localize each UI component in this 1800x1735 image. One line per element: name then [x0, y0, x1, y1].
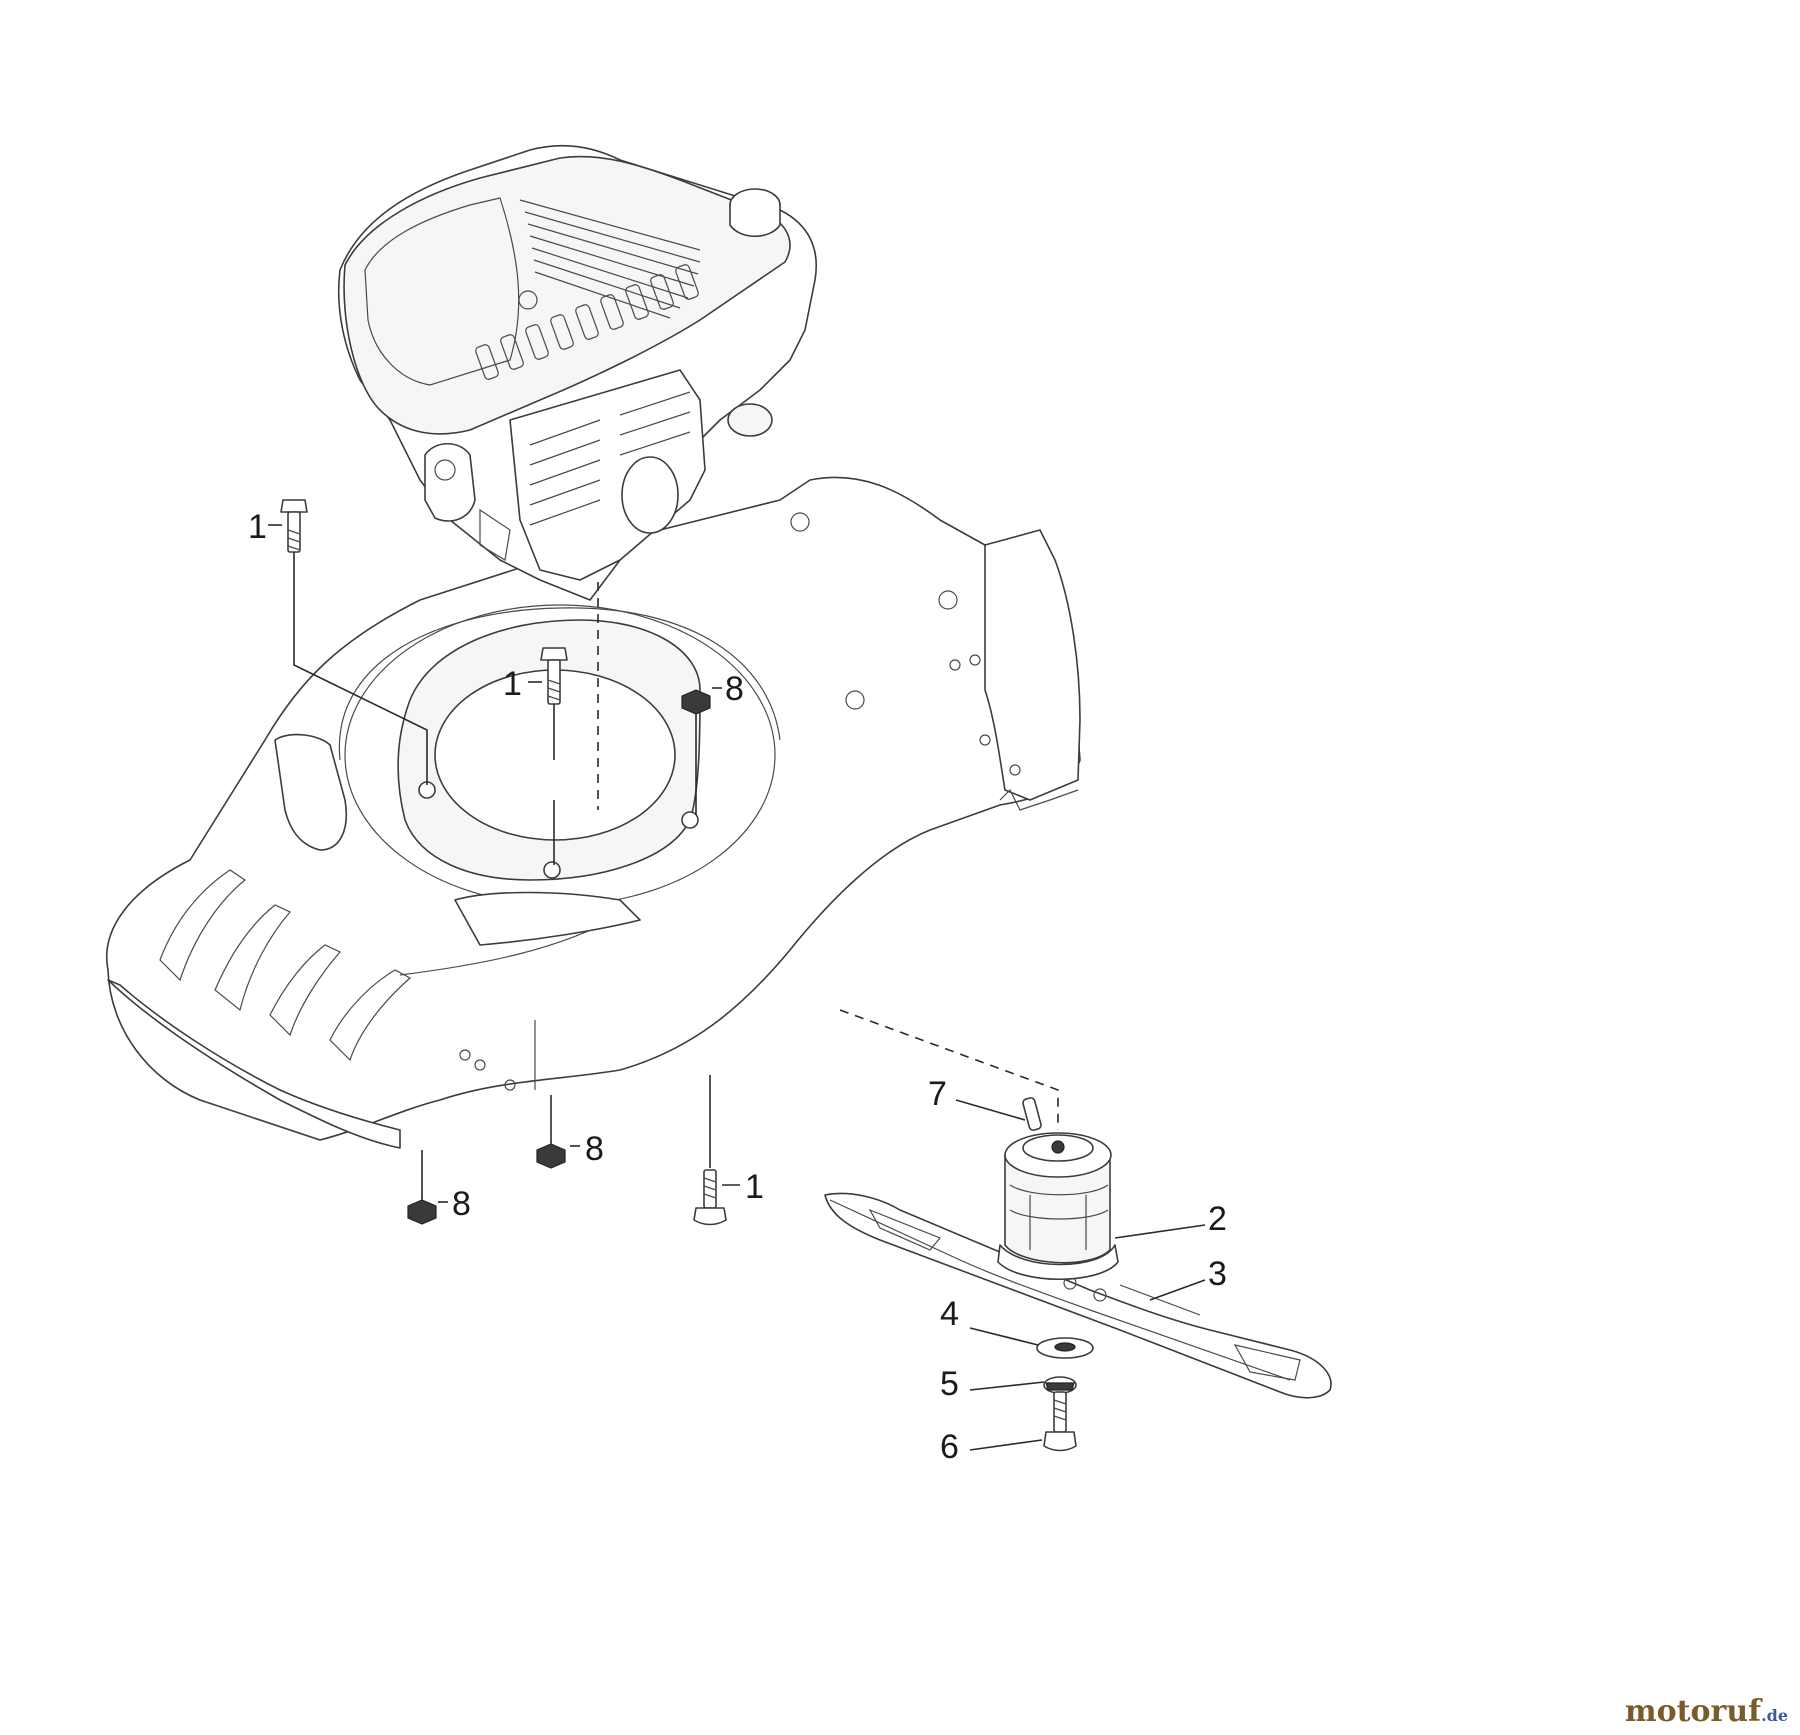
- engine: [337, 144, 817, 601]
- callout-6-blade-bolt: 6: [940, 1428, 959, 1466]
- blade-bolt: [1043, 1391, 1077, 1452]
- nut-top: [681, 689, 711, 715]
- callout-7-key-pin: 7: [928, 1075, 947, 1113]
- watermark-main: motoruf: [1624, 1694, 1762, 1729]
- mower-deck: [106, 476, 1081, 1149]
- callout-8-nut-top: 8: [725, 670, 744, 708]
- key-pin: [1022, 1097, 1042, 1131]
- motoruf-watermark: motoruf.de: [1625, 1694, 1788, 1729]
- callout-5-lock-washer: 5: [940, 1365, 959, 1403]
- callout-2-blade-hub: 2: [1208, 1200, 1227, 1238]
- callout-3-blade: 3: [1208, 1255, 1227, 1293]
- callout-1-engine-bolt-left: 1: [248, 508, 267, 546]
- nut-left: [407, 1199, 437, 1225]
- nut-middle: [536, 1143, 566, 1169]
- callout-1-engine-bolt-center: 1: [503, 665, 522, 703]
- callout-4-washer: 4: [940, 1295, 959, 1333]
- blade: [824, 1192, 1332, 1399]
- engine-bolt-left: [280, 499, 308, 553]
- leader-lines: [268, 524, 1206, 1451]
- watermark-domain: .de: [1761, 1706, 1788, 1725]
- engine-bolt-center: [540, 647, 568, 705]
- callout-labels: 1 1 8 7 8 1 2 8 3 4 5 6: [248, 508, 1227, 1466]
- lock-washer: [1043, 1376, 1077, 1394]
- washer: [1036, 1337, 1094, 1359]
- callout-1-deck-bolt: 1: [745, 1168, 764, 1206]
- callout-8-nut-left: 8: [452, 1185, 471, 1223]
- deck-bolt-bottom: [693, 1169, 727, 1226]
- callout-8-nut-middle: 8: [585, 1130, 604, 1168]
- blade-hub: [997, 1132, 1119, 1281]
